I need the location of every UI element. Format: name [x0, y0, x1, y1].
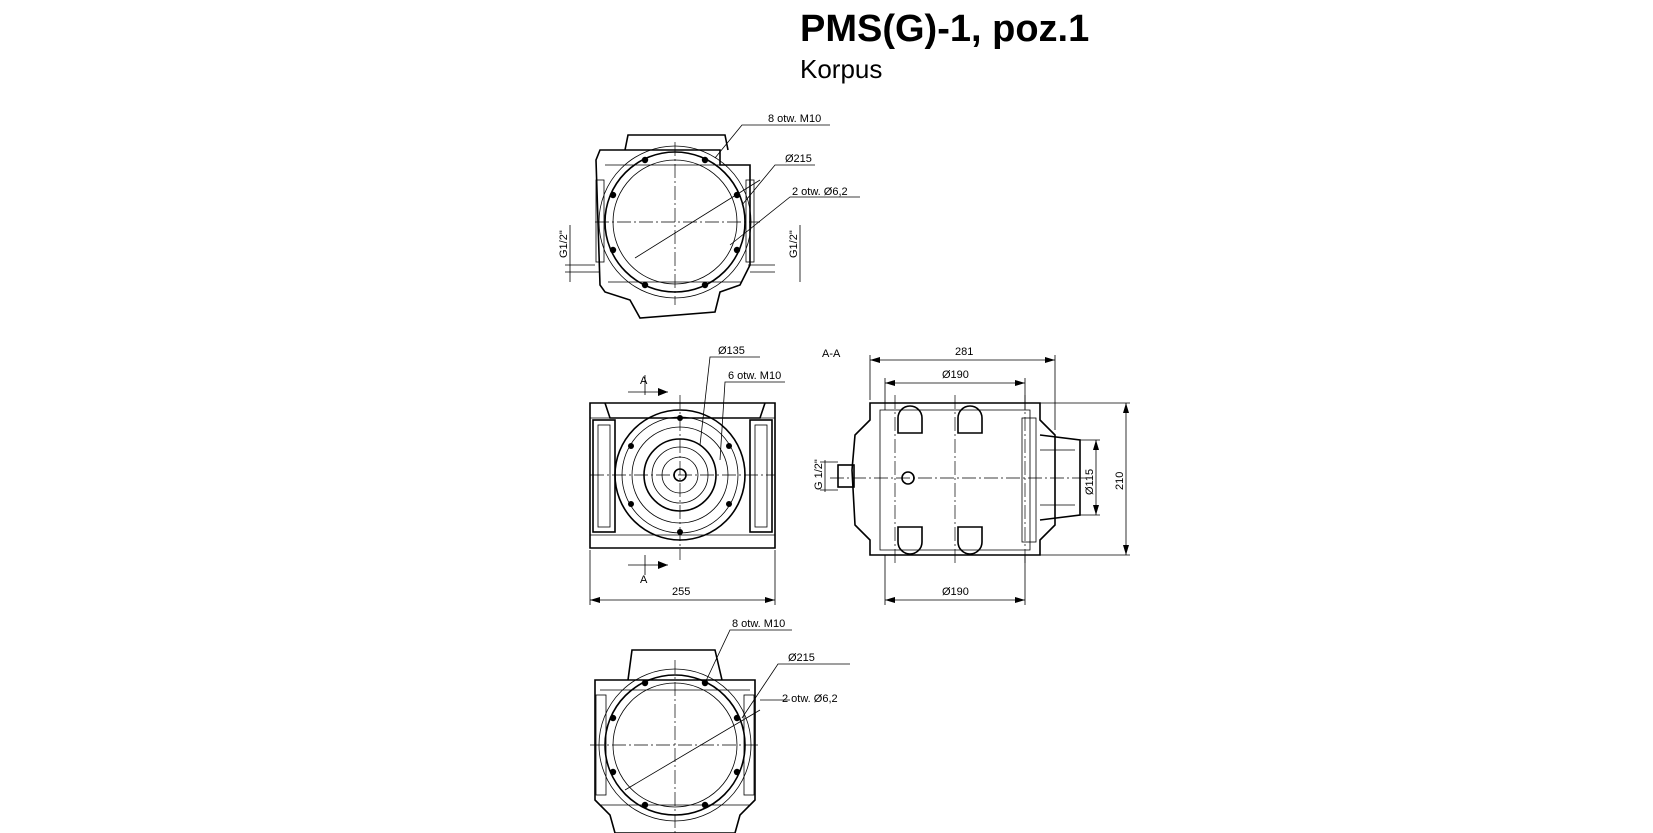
bottom-holes-small-label: 2 otw. Ø6,2 [782, 693, 838, 705]
section-thread-label: G 1/2" [813, 459, 825, 490]
bottom-diameter-label: Ø215 [788, 652, 815, 664]
section-height-label: 210 [1114, 472, 1126, 490]
front-width-label: 255 [672, 586, 690, 598]
section-inner-top-label: Ø190 [942, 369, 969, 381]
section-mark-bottom: A [640, 574, 648, 586]
bottom-view [590, 629, 850, 833]
section-length-label: 281 [955, 346, 973, 358]
page-subtitle: Korpus [800, 54, 883, 84]
top-holes-m10-label: 8 otw. M10 [768, 113, 821, 125]
top-holes-small-label: 2 otw. Ø6,2 [792, 186, 848, 198]
page-title: PMS(G)-1, poz.1 [800, 8, 1090, 50]
top-thread-right-label: G1/2" [788, 230, 800, 258]
section-view [820, 355, 1130, 605]
section-inner-bottom-label: Ø190 [942, 586, 969, 598]
front-view [589, 356, 785, 605]
top-diameter-label: Ø215 [785, 153, 812, 165]
bottom-holes-m10-label: 8 otw. M10 [732, 618, 785, 630]
top-view [565, 124, 860, 319]
front-holes-m10-label: 6 otw. M10 [728, 370, 781, 382]
section-label: A-A [822, 348, 841, 360]
front-diameter-label: Ø135 [718, 345, 745, 357]
top-thread-left-label: G1/2" [558, 230, 570, 258]
section-mark-top: A [640, 375, 648, 387]
section-bore-label: Ø115 [1084, 469, 1096, 495]
